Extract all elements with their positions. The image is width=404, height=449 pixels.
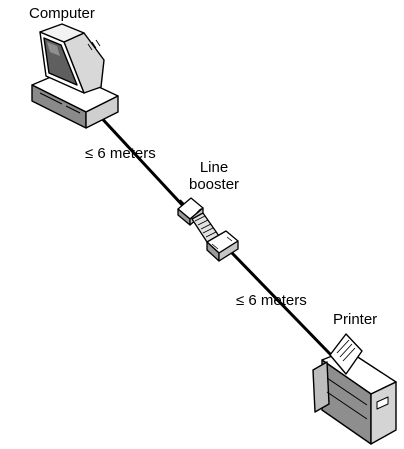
distance-label-upper: ≤ 6 meters [85,145,156,162]
computer-label: Computer [29,5,95,22]
printer-icon [312,333,397,445]
line-booster-icon [177,197,239,262]
cable-booster-to-printer [230,251,333,357]
distance-label-lower: ≤ 6 meters [236,292,307,309]
line-booster-label: Line booster [189,159,239,193]
line-booster-label-line1: Line [199,159,229,176]
line-booster-label-line2: booster [189,176,240,193]
printer-label: Printer [333,311,378,328]
desktop-computer-icon [31,23,119,129]
cable-computer-to-booster [94,110,187,210]
